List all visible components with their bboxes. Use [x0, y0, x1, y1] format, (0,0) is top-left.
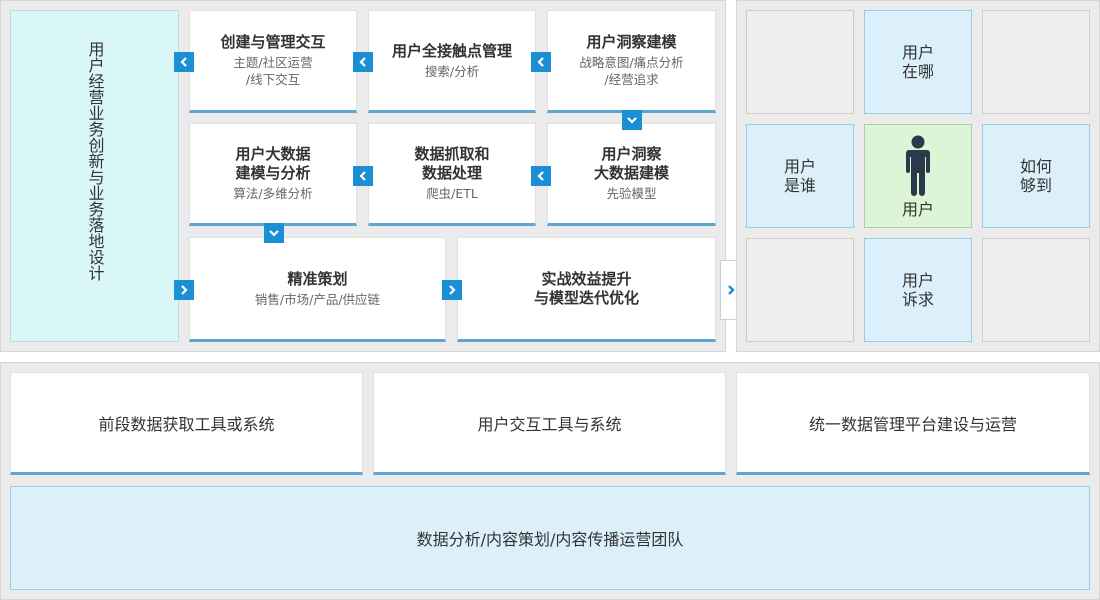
chevron-down-icon — [264, 223, 284, 243]
chevron-left-icon — [353, 166, 373, 186]
results-card: 实战效益提升 与模型迭代优化 — [457, 237, 716, 342]
chevron-left-icon — [531, 166, 551, 186]
data-platform-box: 统一数据管理平台建设与运营 — [736, 372, 1090, 475]
insight-bigdata-sub: 先验模型 — [606, 186, 657, 201]
data-capture-sub: 爬虫/ETL — [426, 186, 478, 201]
how-reach-cell: 如何 够到 — [982, 124, 1090, 228]
user-center-cell: 用户 — [864, 124, 972, 228]
person-icon — [906, 135, 930, 196]
user-where-label: 用户 在哪 — [901, 43, 934, 81]
user-who-cell: 用户 是谁 — [746, 124, 854, 228]
business-design-label: 用户经营业务创新与业务落地设计 — [85, 41, 105, 281]
create-manage-card: 创建与管理交互 主题/社区运营 /线下交互 — [189, 10, 357, 113]
precise-plan-card: 精准策划 销售/市场/产品/供应链 — [189, 237, 446, 342]
create-manage-sub: 主题/社区运营 /线下交互 — [233, 55, 313, 87]
grid-cell-empty — [746, 238, 854, 342]
create-manage-title: 创建与管理交互 — [220, 33, 326, 51]
user-demand-cell: 用户 诉求 — [864, 238, 972, 342]
interaction-tool-box: 用户交互工具与系统 — [373, 372, 726, 475]
user-demand-label: 用户 诉求 — [901, 271, 934, 309]
bigdata-model-sub: 算法/多维分析 — [233, 186, 313, 201]
insight-model-card: 用户洞察建模 战略意图/痛点分析 /经营追求 — [547, 10, 716, 113]
team-label: 数据分析/内容策划/内容传播运营团队 — [416, 530, 684, 549]
grid-cell-empty — [982, 10, 1090, 114]
data-capture-title: 数据抓取和 数据处理 — [414, 145, 490, 182]
user-label: 用户 — [901, 199, 934, 219]
interaction-tool-label: 用户交互工具与系统 — [477, 414, 622, 434]
grid-cell-empty — [982, 238, 1090, 342]
chevron-down-icon — [622, 110, 642, 130]
grid-cell-empty — [746, 10, 854, 114]
insight-bigdata-card: 用户洞察 大数据建模 先验模型 — [547, 123, 716, 226]
precise-plan-sub: 销售/市场/产品/供应链 — [254, 291, 381, 307]
touchpoints-card: 用户全接触点管理 搜索/分析 — [368, 10, 536, 113]
bigdata-model-card: 用户大数据 建模与分析 算法/多维分析 — [189, 123, 357, 226]
chevron-left-icon — [353, 52, 373, 72]
chevron-right-icon — [442, 280, 462, 300]
chevron-left-icon — [174, 52, 194, 72]
user-where-cell: 用户 在哪 — [864, 10, 972, 114]
how-reach-label: 如何 够到 — [1019, 157, 1052, 195]
results-title: 实战效益提升 与模型迭代优化 — [533, 269, 639, 307]
data-acquisition-tool-label: 前段数据获取工具或系统 — [98, 414, 275, 434]
business-design-label-box: 用户经营业务创新与业务落地设计 — [10, 10, 179, 342]
insight-model-title: 用户洞察建模 — [586, 33, 677, 51]
touchpoints-sub: 搜索/分析 — [424, 63, 480, 79]
insight-bigdata-title: 用户洞察 大数据建模 — [593, 145, 669, 182]
insight-model-sub: 战略意图/痛点分析 /经营追求 — [579, 55, 684, 87]
data-acquisition-tool-box: 前段数据获取工具或系统 — [10, 372, 363, 475]
bigdata-model-title: 用户大数据 建模与分析 — [235, 145, 311, 182]
precise-plan-title: 精准策划 — [287, 269, 348, 288]
team-box: 数据分析/内容策划/内容传播运营团队 — [10, 486, 1090, 590]
data-capture-card: 数据抓取和 数据处理 爬虫/ETL — [368, 123, 536, 226]
chevron-right-icon — [174, 280, 194, 300]
user-who-label: 用户 是谁 — [783, 157, 816, 195]
chevron-left-icon — [531, 52, 551, 72]
chevron-right-icon — [728, 285, 735, 295]
touchpoints-title: 用户全接触点管理 — [391, 41, 512, 60]
data-platform-label: 统一数据管理平台建设与运营 — [808, 414, 1017, 434]
